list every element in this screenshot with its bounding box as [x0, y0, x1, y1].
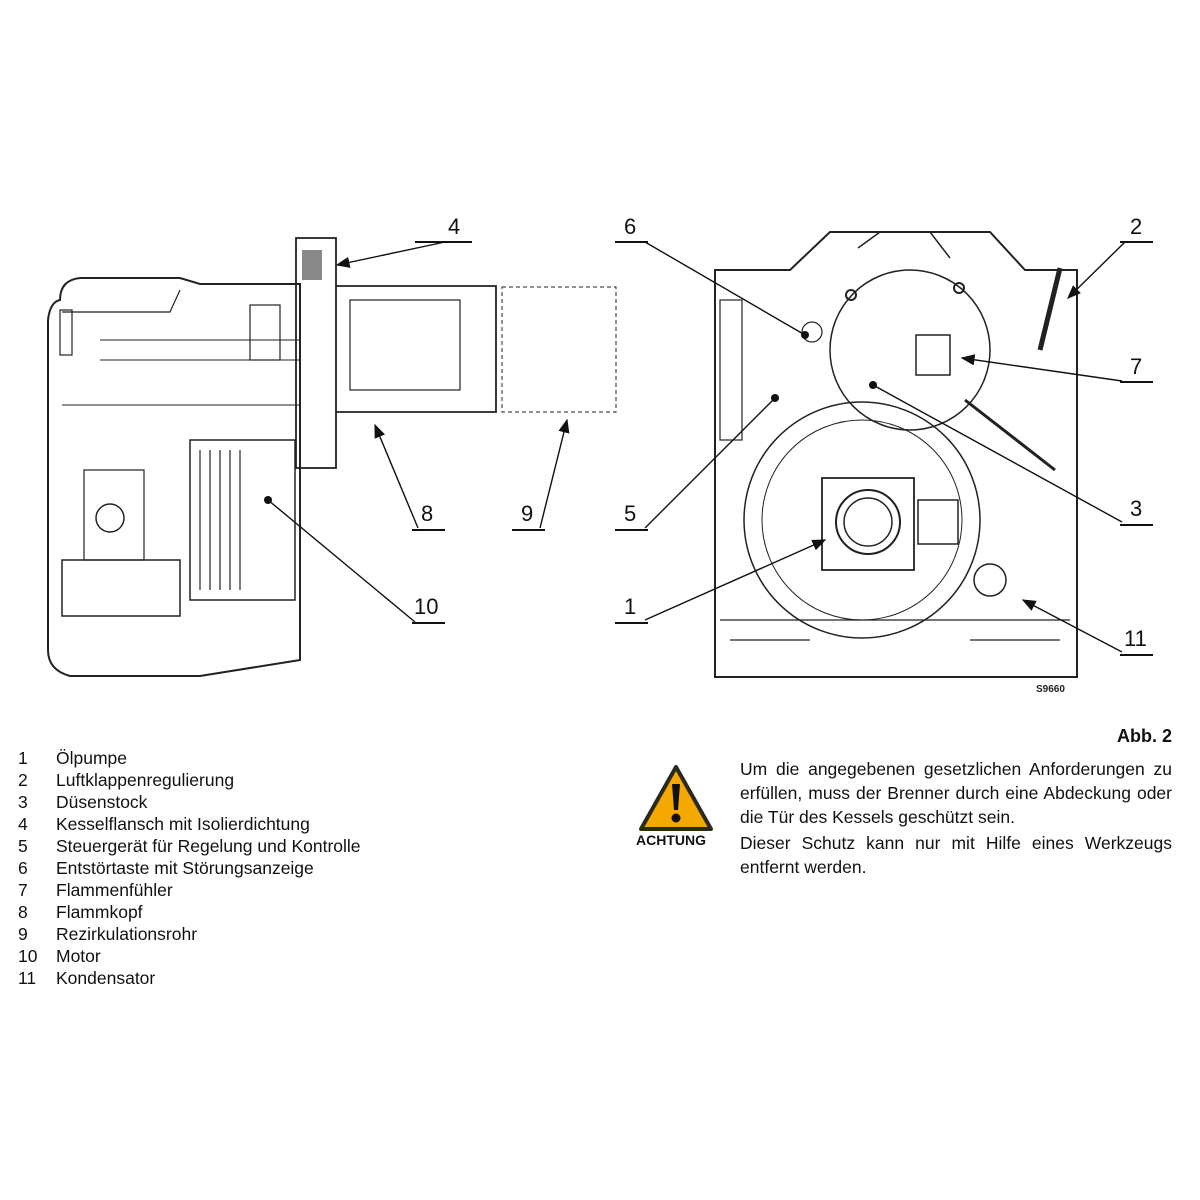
callout-1: 1 — [624, 594, 636, 619]
callout-7: 7 — [1130, 354, 1142, 379]
legend-label: Kondensator — [56, 968, 156, 988]
legend-label: Kesselflansch mit Isolierdichtung — [56, 814, 310, 834]
legend-number: 5 — [18, 836, 28, 856]
parts-legend: 1 Ölpumpe 2 Luftklappenregulierung 3 Düsens… — [18, 747, 361, 989]
legend-item: 3 Düsenstock — [18, 791, 361, 813]
legend-item: 11 Kondensator — [18, 967, 361, 989]
legend-item: 2 Luftklappenregulierung — [18, 769, 361, 791]
callout-9: 9 — [521, 501, 533, 526]
legend-number: 10 — [18, 946, 38, 966]
legend-label: Düsenstock — [56, 792, 148, 812]
burner-technical-drawing: S9660 4 8 9 10 6 5 1 2 7 3 11 — [47, 214, 1153, 695]
side-view — [47, 237, 617, 677]
legend-item: 6 Entstörtaste mit Störungsanzeige — [18, 857, 361, 879]
legend-item: 4 Kesselflansch mit Isolierdichtung — [18, 813, 361, 835]
legend-label: Steuergerät für Regelung und Kontrolle — [56, 836, 361, 856]
callouts — [267, 241, 1153, 656]
figure-caption: Abb. 2 — [1116, 726, 1172, 746]
legend-number: 11 — [18, 968, 37, 988]
callout-6: 6 — [624, 214, 636, 239]
warning-paragraph: Dieser Schutz kann nur mit Hilfe eines W… — [740, 833, 1172, 877]
warning-paragraph: Um die angegebenen gesetzlichen Anforder… — [740, 759, 1172, 827]
callout-3: 3 — [1130, 496, 1142, 521]
warning-label: ACHTUNG — [636, 832, 706, 848]
legend-number: 9 — [18, 924, 28, 944]
legend-number: 6 — [18, 858, 28, 878]
callout-2: 2 — [1130, 214, 1142, 239]
drawing-code: S9660 — [1036, 684, 1065, 695]
legend-item: 5 Steuergerät für Regelung und Kontrolle — [18, 835, 361, 857]
legend-item: 7 Flammenfühler — [18, 879, 361, 901]
legend-item: 9 Rezirkulationsrohr — [18, 923, 361, 945]
legend-label: Entstörtaste mit Störungsanzeige — [56, 858, 314, 878]
callout-dot — [771, 394, 779, 402]
legend-label: Flammenfühler — [56, 880, 173, 900]
legend-label: Luftklappenregulierung — [56, 770, 235, 790]
legend-item: 1 Ölpumpe — [18, 747, 361, 769]
front-view — [714, 231, 1078, 678]
callout-dot — [801, 331, 809, 339]
legend-number: 4 — [18, 814, 28, 834]
legend-item: 10 Motor — [18, 945, 361, 967]
warning-text: Um die angegebenen gesetzlichen Anforder… — [740, 757, 1172, 881]
callout-dot — [264, 496, 272, 504]
legend-label: Motor — [56, 946, 101, 966]
legend-number: 7 — [18, 880, 28, 900]
callout-11: 11 — [1124, 626, 1147, 651]
legend-label: Ölpumpe — [56, 748, 128, 768]
legend-number: 1 — [18, 748, 28, 768]
callout-5: 5 — [624, 501, 636, 526]
callout-8: 8 — [421, 501, 433, 526]
legend-item: 8 Flammkopf — [18, 901, 361, 923]
legend-label: Flammkopf — [56, 902, 143, 922]
callout-dot — [869, 381, 877, 389]
callout-4: 4 — [448, 214, 460, 239]
legend-number: 3 — [18, 792, 28, 812]
legend-label: Rezirkulationsrohr — [56, 924, 198, 944]
warning-triangle-icon — [639, 765, 713, 831]
legend-number: 8 — [18, 902, 28, 922]
legend-number: 2 — [18, 770, 28, 790]
callout-10: 10 — [414, 594, 438, 619]
